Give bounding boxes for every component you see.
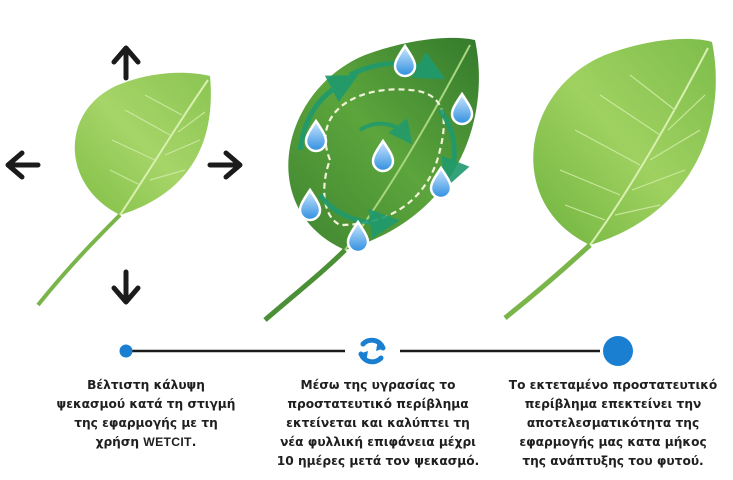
caption-line: εκτείνεται και καλύπτει τη xyxy=(266,414,490,433)
caption-text: χρήση xyxy=(96,435,144,449)
caption-line: χρήση WETCIT. xyxy=(46,433,246,452)
arrow-right-icon xyxy=(210,153,240,177)
caption-step-1: Βέλτιστη κάλυψη ψεκασμού κατά τη στιγμή … xyxy=(46,376,246,452)
caption-line: της εφαρμογής με τη xyxy=(46,414,246,433)
caption-line: της ανάπτυξης του φυτού. xyxy=(493,452,733,471)
arrow-down-icon xyxy=(114,272,138,302)
caption-line: ψεκασμού κατά τη στιγμή xyxy=(46,395,246,414)
caption-line: 10 ημέρες μετά τον ψεκασμό. xyxy=(266,452,490,471)
caption-line: αποτελεσματικότητα της xyxy=(493,414,733,433)
timeline-dot-large xyxy=(603,336,633,366)
caption-line: εφαρμογής μας κατα μήκος xyxy=(493,433,733,452)
leaf-3 xyxy=(505,39,716,318)
caption-line: Το εκτεταμένο προστατευτικό xyxy=(493,376,733,395)
timeline-dot-small xyxy=(120,345,133,358)
caption-line: προστατευτικό περίβλημα xyxy=(266,395,490,414)
caption-line: Βέλτιστη κάλυψη xyxy=(46,376,246,395)
arrow-left-icon xyxy=(8,153,38,177)
caption-step-3: Το εκτεταμένο προστατευτικό περίβλημα επ… xyxy=(493,376,733,471)
arrow-up-icon xyxy=(114,48,138,78)
caption-line: Μέσω της υγρασίας το xyxy=(266,376,490,395)
caption-step-2: Μέσω της υγρασίας το προστατευτικό περίβ… xyxy=(266,376,490,471)
refresh-icon xyxy=(359,340,385,362)
caption-text: . xyxy=(192,435,197,449)
caption-line: νέα φυλλική επιφάνεια μέχρι xyxy=(266,433,490,452)
caption-line: περίβλημα επεκτείνει την xyxy=(493,395,733,414)
brand-name: WETCIT xyxy=(143,435,192,449)
